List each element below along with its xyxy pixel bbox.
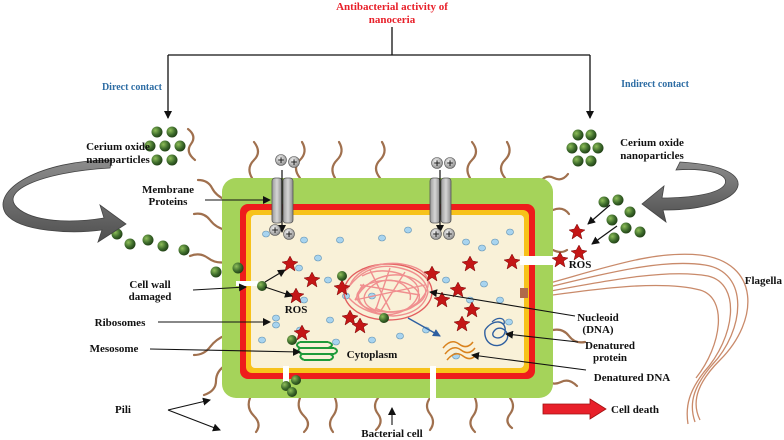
- mesosome-label: Mesosome: [90, 343, 139, 355]
- cell-death-label: Cell death: [611, 404, 659, 416]
- svg-text:+: +: [433, 159, 441, 169]
- mesosome: [296, 341, 338, 361]
- bacterial-cell-label: Bacterial cell: [361, 428, 422, 440]
- right-nanoparticle-label-1: Cerium oxide: [620, 137, 684, 149]
- nanoparticles-right-cluster: [566, 129, 646, 244]
- right-nanoparticle-label-2: nanoparticles: [620, 150, 684, 162]
- ribosomes-label: Ribosomes: [95, 317, 146, 329]
- denatured-protein: [484, 321, 509, 347]
- flagella: [523, 253, 749, 425]
- denatured-protein-strand: [491, 317, 505, 325]
- wall-breach-right: [520, 256, 554, 265]
- svg-text:+: +: [271, 226, 279, 236]
- membrane-protein-left: [271, 170, 294, 233]
- title-line-1: Antibacterial activity of: [336, 1, 448, 13]
- cell-wall-damaged-label-2: damaged: [129, 291, 172, 303]
- nanoparticles-left-cluster: [111, 126, 244, 278]
- ros-burst-icon: [281, 223, 588, 341]
- cytoplasm-region: [251, 215, 524, 368]
- left-nanoparticle-label-1: Cerium oxide: [86, 141, 150, 153]
- denaturation-arrow: [407, 317, 441, 337]
- direct-contact-label: Direct contact: [102, 82, 163, 93]
- nucleoid-label-2: (DNA): [582, 324, 613, 336]
- pili-strands: [186, 127, 587, 434]
- title-line-2: nanoceria: [369, 14, 416, 26]
- cell-death-arrow: [542, 398, 607, 420]
- indirect-contact-label: Indirect contact: [621, 79, 690, 90]
- indirect-contact-curved-arrow: [641, 161, 739, 223]
- wall-breach-bottom-left: [283, 366, 289, 384]
- wall-breach-left: [236, 281, 258, 286]
- membrane-proteins-label-1: Membrane: [142, 184, 194, 196]
- label-pointers: [149, 196, 587, 432]
- denatured-protein-label-1: Denatured: [585, 340, 635, 352]
- pili-label: Pili: [115, 404, 131, 416]
- svg-text:+: +: [446, 159, 454, 169]
- cell-wall-damaged-label-1: Cell wall: [129, 279, 170, 291]
- svg-text:+: +: [285, 230, 293, 240]
- direct-contact-curved-arrow: [2, 159, 127, 243]
- cytoplasm-label: Cytoplasm: [347, 349, 398, 361]
- svg-text:+: +: [277, 156, 285, 166]
- branch-connector: [164, 27, 594, 119]
- ros-inside-label: ROS: [285, 304, 308, 316]
- charged-ion-icon: + + + + + + + +: [269, 154, 456, 240]
- wall-breach-bottom-right: [430, 366, 436, 400]
- svg-text:+: +: [445, 230, 453, 240]
- flagella-label: Flagella: [745, 275, 783, 287]
- left-nanoparticle-label-2: nanoparticles: [86, 154, 150, 166]
- membrane-proteins-label-2: Proteins: [149, 196, 189, 208]
- membrane-protein-right: [429, 170, 452, 233]
- nanoparticle-sphere-icon: [257, 271, 389, 397]
- ros-outside-label: ROS: [569, 259, 592, 271]
- ros-generation-arrows: [587, 204, 618, 245]
- denatured-protein-label-2: protein: [593, 352, 627, 364]
- flagellum-base: [520, 288, 528, 298]
- svg-text:+: +: [290, 158, 298, 168]
- svg-text:+: +: [432, 230, 440, 240]
- denatured-dna-label: Denatured DNA: [594, 372, 671, 384]
- nucleoid-label-1: Nucleoid: [577, 312, 619, 324]
